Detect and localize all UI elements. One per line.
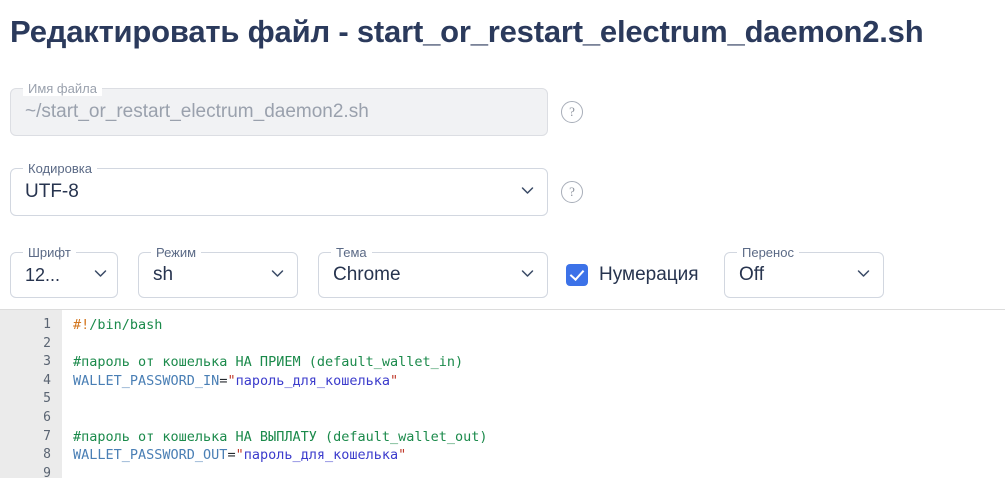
encoding-label: Кодировка: [23, 161, 97, 176]
checkmark-icon: [566, 264, 588, 286]
filename-value: ~/start_or_restart_electrum_daemon2.sh: [25, 101, 369, 122]
code-token: ": [398, 447, 407, 464]
code-token: #пароль от кошелька НА ВЫПЛАТУ (default_…: [73, 428, 488, 445]
code-line: [73, 335, 1005, 354]
code-token: =: [227, 447, 236, 464]
code-line: WALLET_PASSWORD_OUT="пароль_для_кошелька…: [73, 446, 1005, 465]
theme-value: Chrome: [333, 264, 401, 285]
numbering-checkbox[interactable]: Нумерация: [566, 252, 699, 298]
wrap-label: Перенос: [737, 245, 799, 260]
code-line: #!/bin/bash: [73, 316, 1005, 335]
line-number: 7: [43, 428, 51, 444]
help-icon-filename[interactable]: ?: [561, 101, 583, 123]
filename-label: Имя файла: [23, 81, 102, 96]
chevron-down-icon: [521, 267, 534, 280]
line-number: 1: [43, 317, 51, 332]
filename-field[interactable]: Имя файла ~/start_or_restart_electrum_da…: [10, 81, 548, 136]
font-label: Шрифт: [23, 245, 76, 260]
theme-select[interactable]: Тема Chrome: [318, 245, 548, 298]
font-select[interactable]: Шрифт 12...: [10, 245, 118, 298]
line-number: 6: [43, 409, 51, 425]
code-token: /bin/bash: [89, 317, 163, 333]
font-value: 12...: [25, 264, 61, 285]
mode-label: Режим: [151, 245, 202, 260]
numbering-label: Нумерация: [599, 264, 699, 285]
wrap-value: Off: [739, 264, 764, 285]
chevron-down-icon: [94, 267, 107, 280]
code-token: ": [235, 447, 244, 464]
line-number: 2: [43, 335, 51, 351]
code-token: WALLET_PASSWORD_IN: [73, 372, 220, 389]
code-line: #пароль от кошелька НА ПРИЕМ (default_wa…: [73, 353, 1005, 372]
chevron-down-icon: [271, 267, 284, 280]
code-editor[interactable]: 1 2 3 4 5 6 7 8 9 #!/bin/bash #пароль от кошельк…: [0, 309, 1005, 478]
code-line: [73, 465, 1005, 478]
help-icon-encoding[interactable]: ?: [561, 181, 583, 203]
line-number: 3: [43, 354, 51, 370]
mode-select[interactable]: Режим sh: [138, 245, 298, 298]
code-token: ": [390, 372, 399, 389]
line-number: 4: [43, 372, 51, 388]
encoding-select[interactable]: Кодировка UTF-8: [10, 161, 548, 216]
wrap-select[interactable]: Перенос Off: [724, 245, 884, 298]
code-token: WALLET_PASSWORD_OUT: [73, 447, 228, 464]
code-token: #пароль от кошелька НА ПРИЕМ (default_wa…: [73, 354, 464, 371]
chevron-down-icon: [521, 184, 534, 197]
mode-value: sh: [153, 264, 174, 285]
code-line: [73, 409, 1005, 428]
line-number: 8: [43, 447, 51, 463]
code-line: #пароль от кошелька НА ВЫПЛАТУ (default_…: [73, 428, 1005, 447]
code-content[interactable]: #!/bin/bash #пароль от кошелька НА ПРИЕМ…: [62, 310, 1005, 478]
line-number-gutter: 1 2 3 4 5 6 7 8 9: [0, 310, 62, 478]
encoding-value: UTF-8: [25, 181, 79, 202]
code-token: #!: [73, 317, 90, 333]
theme-label: Тема: [331, 245, 372, 260]
code-line: WALLET_PASSWORD_IN="пароль_для_кошелька": [73, 372, 1005, 391]
code-token: =: [219, 372, 228, 389]
line-number: 9: [43, 465, 51, 478]
code-token: пароль_для_кошелька: [235, 372, 391, 389]
code-line: [73, 390, 1005, 409]
code-token: ": [227, 372, 236, 389]
chevron-down-icon: [857, 267, 870, 280]
page-title: Редактировать файл - start_or_restart_el…: [10, 14, 924, 49]
line-number: 5: [43, 391, 51, 407]
code-token: пароль_для_кошелька: [243, 447, 399, 464]
